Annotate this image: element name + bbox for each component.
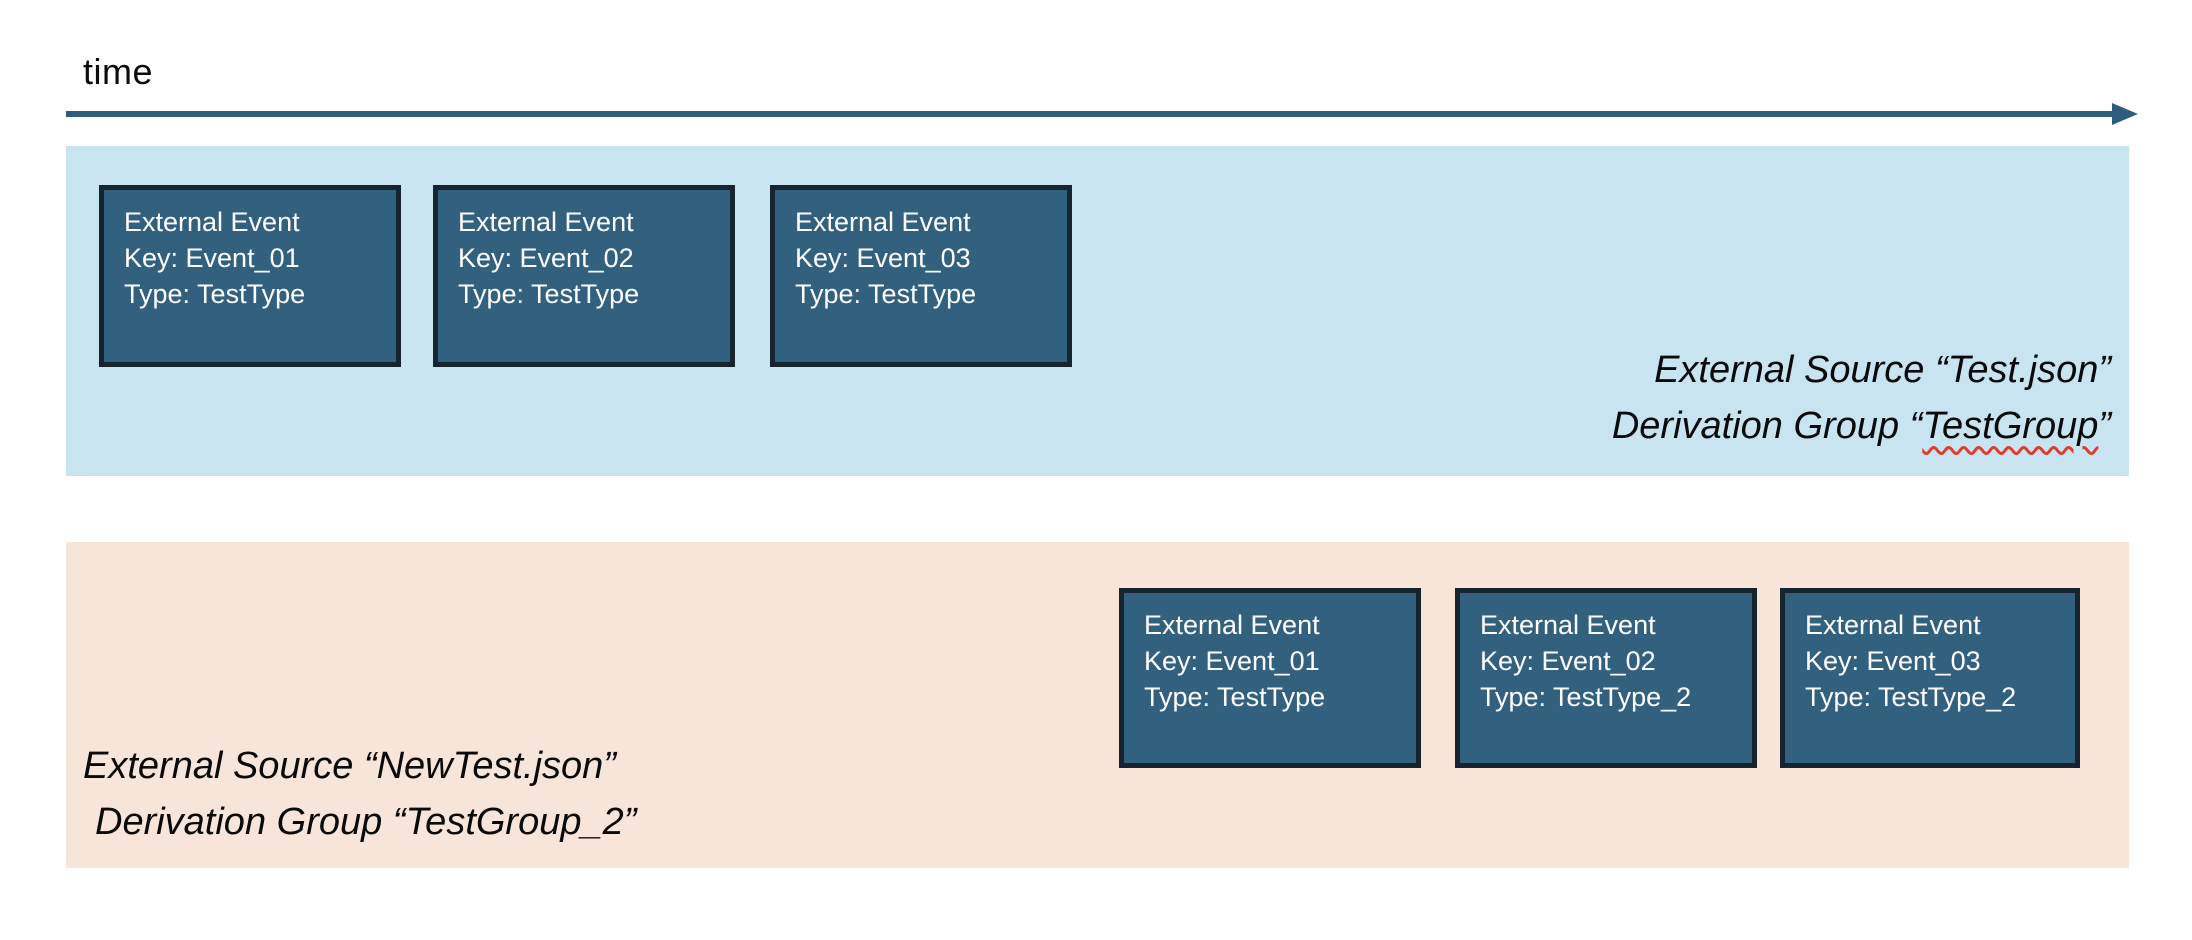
- derivation-group-label: Derivation Group “TestGroup_2”: [95, 801, 637, 843]
- event-key: Key: Event_03: [795, 243, 971, 273]
- event-type: Type: TestType: [795, 279, 977, 309]
- external-event-box-event-03: External Event Key: Event_03 Type: TestT…: [770, 185, 1072, 367]
- time-axis-line: [66, 111, 2114, 117]
- derivation-group-band-testgroup: External Event Key: Event_01 Type: TestT…: [66, 146, 2129, 476]
- event-title: External Event: [1480, 610, 1656, 640]
- event-type: Type: TestType: [458, 279, 640, 309]
- external-event-box-event-03: External Event Key: Event_03 Type: TestT…: [1780, 588, 2080, 768]
- external-event-box-event-02: External Event Key: Event_02 Type: TestT…: [1455, 588, 1757, 768]
- band-label-newtest-json: External Source “NewTest.json” Derivatio…: [83, 738, 636, 850]
- external-source-label: External Source “Test.json”: [1654, 349, 2111, 391]
- event-title: External Event: [795, 207, 971, 237]
- event-title: External Event: [1805, 610, 1981, 640]
- event-key: Key: Event_02: [458, 243, 634, 273]
- event-type: Type: TestType: [124, 279, 306, 309]
- time-axis-arrowhead-icon: [2112, 103, 2138, 125]
- external-source-label: External Source “NewTest.json”: [83, 745, 616, 787]
- event-title: External Event: [124, 207, 300, 237]
- band-label-test-json: External Source “Test.json” Derivation G…: [1612, 342, 2111, 454]
- derivation-group-band-testgroup-2: External Event Key: Event_01 Type: TestT…: [66, 542, 2129, 868]
- event-key: Key: Event_02: [1480, 646, 1656, 676]
- external-event-box-event-02: External Event Key: Event_02 Type: TestT…: [433, 185, 735, 367]
- event-type: Type: TestType_2: [1480, 682, 1692, 712]
- time-axis-label: time: [83, 51, 154, 92]
- derivation-group-label-suffix: ”: [2098, 405, 2111, 447]
- event-type: Type: TestType: [1144, 682, 1326, 712]
- external-event-box-event-01: External Event Key: Event_01 Type: TestT…: [99, 185, 401, 367]
- event-key: Key: Event_01: [1144, 646, 1320, 676]
- event-type: Type: TestType_2: [1805, 682, 2017, 712]
- event-title: External Event: [458, 207, 634, 237]
- derivation-group-label-prefix: Derivation Group “: [1611, 405, 1923, 447]
- event-key: Key: Event_03: [1805, 646, 1981, 676]
- event-key: Key: Event_01: [124, 243, 300, 273]
- event-title: External Event: [1144, 610, 1320, 640]
- derivation-group-name-misspelled: TestGroup: [1922, 405, 2099, 447]
- external-event-box-event-01: External Event Key: Event_01 Type: TestT…: [1119, 588, 1421, 768]
- derivation-group-label: Derivation Group “TestGroup”: [1612, 398, 2111, 454]
